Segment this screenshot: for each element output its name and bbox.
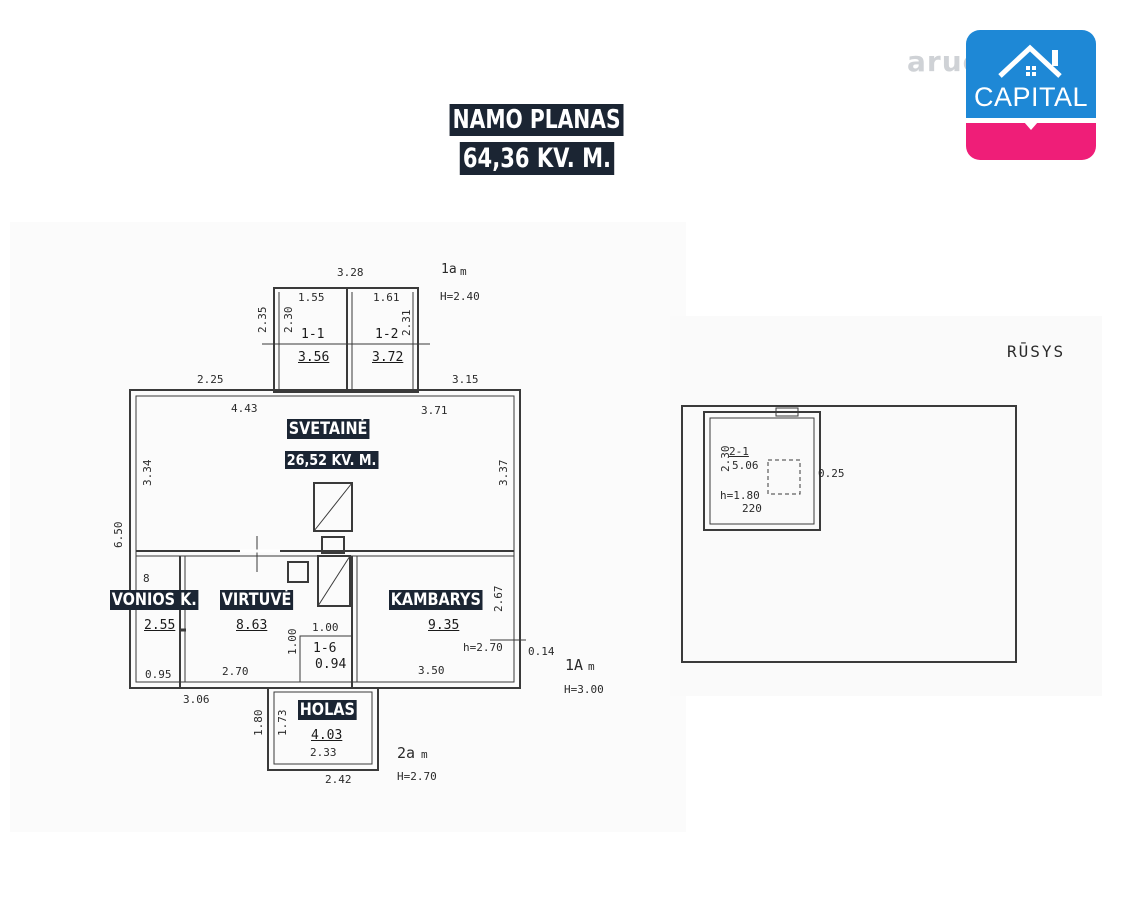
floor-code-top-unit: m: [460, 265, 467, 278]
dim-bath-w: 0.95: [145, 668, 172, 681]
r11-code: 1-1: [301, 327, 325, 342]
dim-hall-outer-w: 2.42: [325, 773, 352, 786]
house-roof-icon: [966, 44, 1096, 130]
plan-total-area-text: 64,36 KV. M.: [459, 142, 614, 175]
dim-r11-inner-h: 2.30: [282, 306, 295, 334]
floor-code-bottom-height: H=2.70: [397, 770, 437, 783]
floor-code-main: 1A: [565, 656, 584, 674]
room-label-vonios: VONIOS K.: [110, 590, 199, 610]
room-label-holas: HOLAS: [298, 700, 357, 720]
dim-bath-h: 8: [143, 572, 150, 585]
basement-width: 220: [742, 502, 762, 515]
basement-height: h=1.80: [720, 489, 760, 502]
basement-side: 2.30: [719, 445, 732, 473]
dim-r11-outer-h: 2.35: [256, 306, 269, 334]
dim-r12-width: 1.61: [373, 291, 400, 304]
dim-left-h: 3.34: [141, 459, 154, 487]
dim-hall-outer-h: 1.80: [252, 709, 265, 737]
r12-area: 3.72: [372, 350, 404, 365]
basement-title: RŪSYS: [1007, 342, 1066, 361]
r12-code: 1-2: [375, 327, 399, 342]
dim-kitchen-side: 1.00: [286, 628, 299, 656]
logo-blue-field: [966, 30, 1096, 122]
room-area-kambarys: 9.35: [428, 618, 460, 633]
floor-code-main-height: H=3.00: [564, 683, 604, 696]
basement-area: 5.06: [732, 459, 759, 472]
floor-code-bottom: 2a: [397, 744, 416, 762]
plan-title-text: NAMO PLANAS: [449, 104, 624, 136]
room-label-virtuve: VIRTUVĖ: [220, 590, 294, 610]
dim-r12-h: 2.31: [400, 309, 413, 337]
r11-area: 3.56: [298, 350, 330, 365]
dim-hall-inner-w: 2.33: [310, 746, 337, 759]
kambarys-height: h=2.70: [463, 641, 503, 654]
dim-hall-inner-h: 1.73: [276, 709, 289, 737]
dim-room-side: 2.67: [492, 585, 505, 613]
dim-room-w: 3.50: [418, 664, 445, 677]
dim-kitchen-w: 2.70: [222, 665, 249, 678]
capital-logo[interactable]: CAPITAL: [966, 30, 1096, 160]
dim-wall-thickness: 0.14: [528, 645, 555, 658]
dim-main-top-right: 3.15: [452, 373, 479, 386]
room-area-vonios: 2.55: [144, 618, 176, 633]
plan-title: NAMO PLANAS: [0, 104, 1099, 136]
dim-r11-width: 1.55: [298, 291, 325, 304]
r16-code: 1-6: [313, 641, 337, 656]
dim-inner-left: 4.43: [231, 402, 258, 415]
floor-code-bottom-unit: m: [421, 748, 428, 761]
room-label-svetaine: SVETAINĖ: [287, 419, 370, 439]
floor-code-main-unit: m: [588, 660, 595, 673]
floor-code-top-height: H=2.40: [440, 290, 480, 303]
dim-bottom-left: 3.06: [183, 693, 210, 706]
basement-room-code: 2-1: [729, 445, 749, 458]
dim-right-h: 3.37: [497, 459, 510, 487]
basement-offset: 0.25: [818, 467, 845, 480]
basement-plan-sheet: [670, 316, 1102, 696]
floor-code-top: 1a: [441, 262, 457, 277]
room-area-virtuve: 8.63: [236, 618, 268, 633]
room-area-holas: 4.03: [311, 728, 343, 743]
dim-inner-right: 3.71: [421, 404, 448, 417]
dim-kitchen-door: 1.00: [312, 621, 339, 634]
dim-top-width: 3.28: [337, 266, 364, 279]
logo-word: CAPITAL: [973, 82, 1089, 112]
room-label-kambarys: KAMBARYS: [389, 590, 483, 610]
dim-main-top-left: 2.25: [197, 373, 224, 386]
plan-total-area: 64,36 KV. M.: [0, 142, 1099, 175]
r16-area: 0.94: [315, 657, 347, 672]
dim-overall-h: 6.50: [112, 521, 125, 549]
room-area-svetaine: 26,52 KV. M.: [285, 451, 379, 469]
